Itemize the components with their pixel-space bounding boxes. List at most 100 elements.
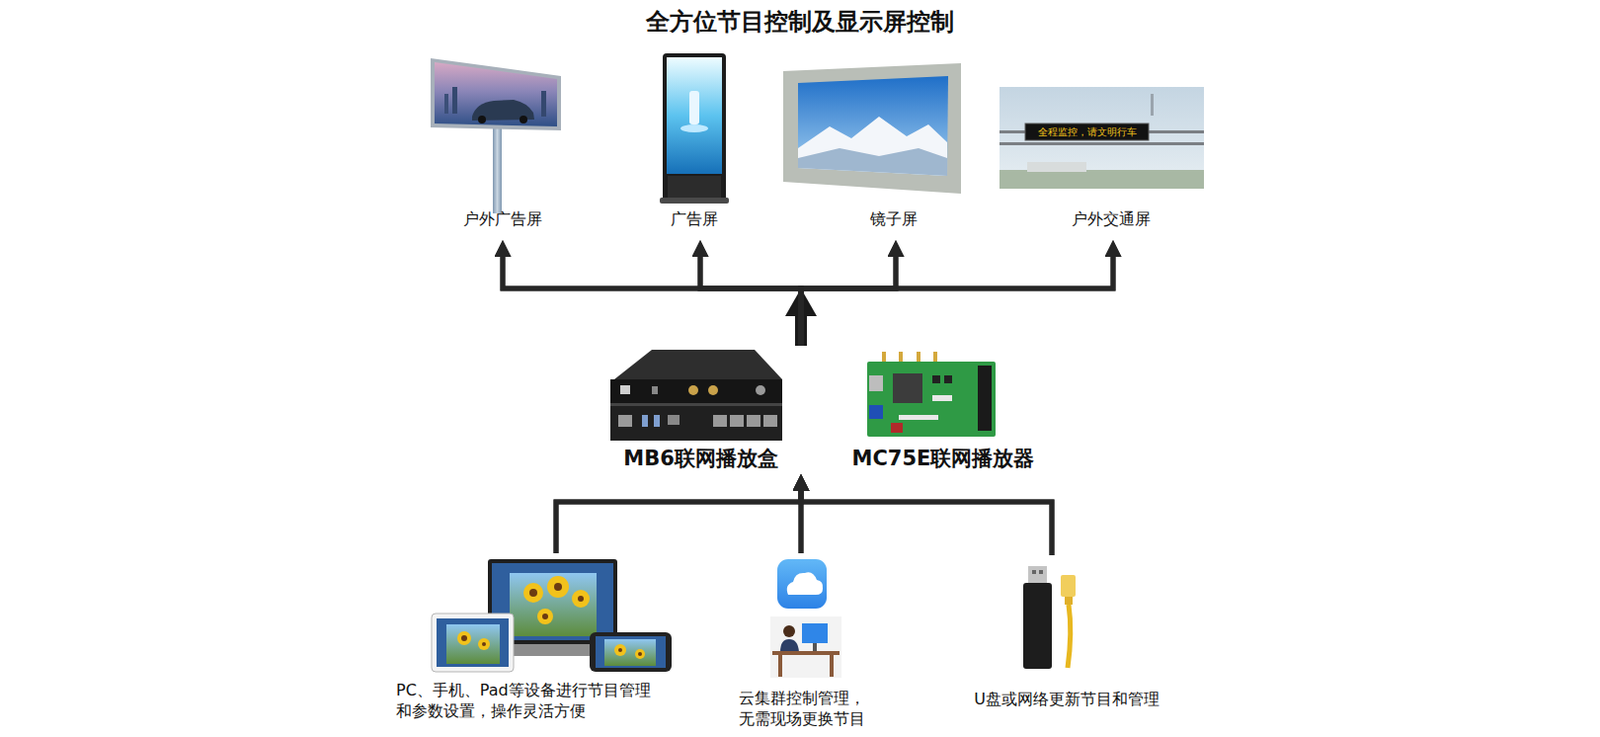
pc-phone-pad [537, 608, 554, 625]
usb-and-cable [1023, 582, 1052, 669]
usb-and-cable [1039, 569, 1043, 574]
pc-phone-pad [554, 582, 562, 591]
cloud-operator [777, 559, 827, 609]
pc-phone-pad [509, 572, 597, 637]
usb-and-cable [1064, 596, 1073, 605]
outdoor-billboard [430, 58, 561, 131]
pc-phone-pad [635, 648, 645, 659]
pc-phone-pad [547, 575, 569, 598]
pc-phone-pad [478, 638, 490, 650]
mc75e-player-board [867, 351, 996, 437]
mirror-screen [798, 76, 949, 176]
mirror-screen [783, 63, 961, 194]
cloud-operator [772, 650, 840, 655]
mb6-player-box [651, 386, 658, 395]
mc75e-player-board [977, 365, 992, 431]
node-label: MB6联网播放盒 [623, 445, 779, 472]
pc-phone-pad [571, 589, 590, 608]
traffic-sign-photo [999, 169, 1204, 189]
cloud-operator [829, 654, 834, 677]
connector-arrow [556, 480, 801, 554]
cloud-operator [770, 559, 842, 678]
outdoor-billboard [519, 115, 528, 124]
mb6-player-box [653, 414, 660, 427]
player-node: MB6联网播放盒 [597, 345, 804, 475]
pc-phone-pad [436, 618, 509, 667]
pc-phone-pad [457, 631, 472, 645]
traffic-sign-photo [1150, 93, 1154, 116]
input-node: U盘或网络更新节目和管理 [953, 555, 1181, 712]
ad-kiosk [680, 124, 709, 133]
usb-and-cable [1023, 565, 1076, 669]
ad-kiosk [689, 90, 700, 125]
diagram-title: 全方位节目控制及显示屏控制 [0, 5, 1600, 38]
mb6-player-box [610, 405, 783, 441]
player-node: MC75E联网播放器 [798, 345, 1047, 475]
node-label: 广告屏 [670, 208, 719, 231]
mb6-player-box [641, 414, 648, 427]
mb6-player-box [667, 414, 680, 425]
node-label: PC、手机、Pad等设备进行节目管理 和参数设置，操作灵活方便 [396, 679, 661, 721]
mc75e-player-board [898, 414, 939, 420]
cloud-operator [801, 623, 828, 643]
cloud-operator [812, 642, 817, 651]
node-label: MC75E联网播放器 [852, 445, 1036, 472]
connector-arrow [502, 245, 801, 346]
connector-arrow [700, 245, 801, 346]
ad-kiosk [666, 57, 722, 174]
traffic-sign-photo [1025, 123, 1149, 141]
node-label: 镜子屏 [870, 208, 918, 231]
usb-and-cable [1060, 574, 1076, 597]
mirror-screen [798, 116, 948, 176]
connector-arrow [800, 245, 1114, 346]
mb6-player-box [708, 385, 719, 396]
ad-kiosk [662, 53, 726, 202]
pc-phone-pad [431, 559, 672, 672]
connector-arrow [800, 480, 1052, 556]
outdoor-billboard [492, 126, 502, 214]
ad-kiosk [659, 53, 729, 204]
traffic-sign-photo [999, 142, 1204, 146]
pc-phone-pad [523, 582, 544, 603]
mc75e-player-board [932, 375, 941, 384]
screen-node: 户外广告屏 [428, 49, 577, 240]
connector-arrow [800, 245, 1114, 346]
pc-phone-pad [604, 639, 656, 666]
mirror-screen [798, 148, 948, 176]
connector-arrow [556, 480, 801, 554]
mc75e-player-board [892, 373, 923, 403]
mc75e-player-board [869, 404, 883, 419]
usb-and-cable [1028, 565, 1047, 584]
mb6-player-box [620, 385, 631, 395]
pc-phone-pad [542, 613, 549, 620]
connector-arrow [700, 245, 801, 346]
pc-phone-pad [529, 588, 538, 597]
cloud-operator [778, 654, 783, 677]
ad-kiosk [659, 197, 729, 204]
mb6-player-box [610, 402, 783, 406]
pc-phone-pad [431, 613, 514, 672]
pc-phone-pad [446, 624, 500, 664]
ad-kiosk [667, 175, 721, 198]
pc-phone-pad [638, 651, 642, 656]
mc75e-player-board [867, 361, 996, 437]
cloud-operator [783, 625, 796, 638]
screen-node: 广告屏 [646, 49, 742, 240]
mc75e-player-board [944, 375, 953, 384]
outdoor-billboard [452, 86, 458, 114]
mc75e-player-board [890, 422, 903, 433]
pc-phone-pad [614, 643, 627, 656]
cloud-operator [770, 616, 842, 678]
connector-arrow [800, 480, 1052, 556]
node-label: 云集群控制管理， 无需现场更换节目 [738, 687, 876, 729]
pc-phone-pad [461, 635, 468, 641]
mb6-player-box [729, 414, 744, 427]
mb6-player-box [713, 414, 727, 427]
cloud-operator [787, 571, 823, 595]
mb6-player-box [610, 379, 783, 403]
mc75e-player-board [932, 395, 953, 401]
input-node: 云集群控制管理， 无需现场更换节目 [730, 553, 889, 733]
pc-phone-pad [481, 641, 486, 646]
outdoor-billboard [434, 62, 558, 127]
